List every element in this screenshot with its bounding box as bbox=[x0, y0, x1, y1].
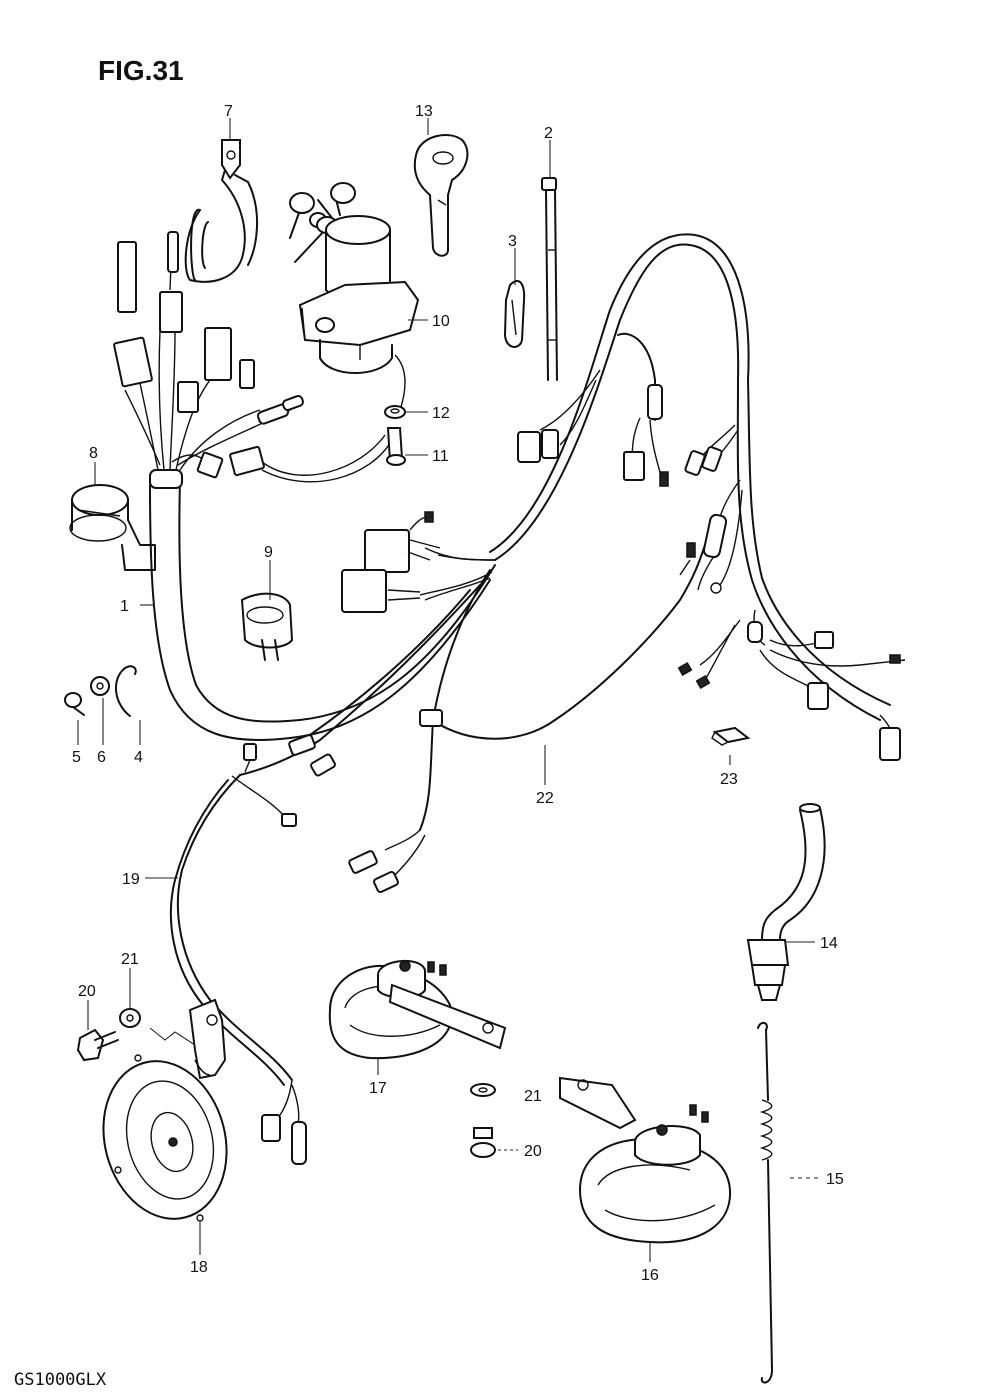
callout-8: 8 bbox=[89, 445, 98, 462]
callout-20-left: 20 bbox=[78, 983, 96, 1000]
horn-18 bbox=[102, 998, 228, 1222]
callout-11: 11 bbox=[432, 448, 449, 465]
model-code: GS1000GLX bbox=[14, 1370, 107, 1390]
bolt-20-middle bbox=[470, 1127, 496, 1158]
cable-tie-long bbox=[541, 177, 558, 381]
figure-title: FIG.31 bbox=[98, 55, 184, 86]
fuse bbox=[711, 726, 751, 746]
callout-7: 7 bbox=[224, 103, 233, 120]
callout-16: 16 bbox=[641, 1267, 659, 1284]
callout-22: 22 bbox=[536, 790, 554, 807]
callout-3: 3 bbox=[508, 233, 517, 250]
leader-lines bbox=[77, 118, 820, 1262]
brake-light-switch bbox=[746, 803, 826, 1001]
callout-23: 23 bbox=[720, 771, 738, 788]
callout-10: 10 bbox=[432, 313, 450, 330]
main-harness bbox=[149, 233, 906, 761]
callout-5: 5 bbox=[72, 749, 81, 766]
washer-21-left bbox=[119, 1008, 141, 1028]
clamp-7 bbox=[184, 139, 258, 283]
horn-17 bbox=[328, 959, 507, 1060]
key bbox=[413, 134, 469, 257]
sub-harness-22 bbox=[348, 544, 706, 894]
screw-5 bbox=[64, 692, 85, 716]
horn-16 bbox=[559, 1076, 732, 1244]
callout-4: 4 bbox=[134, 749, 143, 766]
washer-12 bbox=[384, 405, 406, 419]
callout-21-middle: 21 bbox=[524, 1088, 542, 1105]
sub-harness-19 bbox=[169, 584, 481, 1165]
brake-switch-spring bbox=[757, 1022, 773, 1384]
washer-6 bbox=[90, 676, 110, 696]
ignition-switch bbox=[289, 182, 420, 411]
callout-9: 9 bbox=[264, 544, 273, 561]
screw-11 bbox=[386, 427, 406, 466]
callout-6: 6 bbox=[97, 749, 106, 766]
callout-18: 18 bbox=[190, 1259, 208, 1276]
circlip-4 bbox=[115, 665, 137, 717]
harness-connector-bundle bbox=[113, 231, 393, 489]
callout-20-middle: 20 bbox=[524, 1143, 542, 1160]
washer-21-middle bbox=[470, 1083, 496, 1097]
callout-14: 14 bbox=[820, 935, 838, 952]
callout-12: 12 bbox=[432, 405, 450, 422]
callout-21-left: 21 bbox=[121, 951, 139, 968]
callout-1: 1 bbox=[120, 598, 129, 615]
clamp-8 bbox=[69, 484, 156, 571]
bolt-20-left bbox=[76, 1028, 119, 1062]
callout-13: 13 bbox=[415, 103, 433, 120]
callout-15: 15 bbox=[826, 1171, 844, 1188]
callout-19: 19 bbox=[122, 871, 140, 888]
callout-17: 17 bbox=[369, 1080, 387, 1097]
callout-2: 2 bbox=[544, 125, 553, 142]
clamp-9 bbox=[240, 592, 294, 661]
cable-tie-short bbox=[503, 280, 526, 348]
